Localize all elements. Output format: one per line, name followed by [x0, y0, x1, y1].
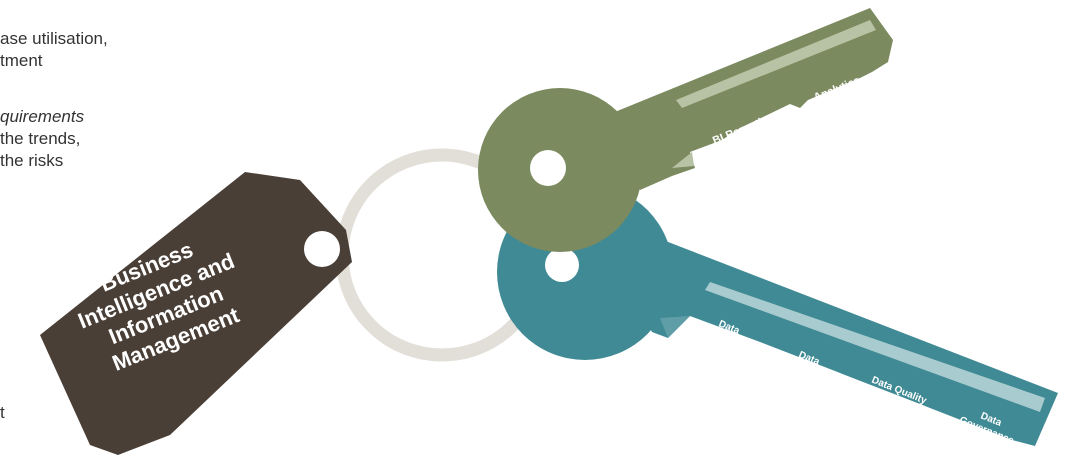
tag-hole [304, 231, 340, 267]
green-key-hole [530, 150, 566, 186]
teal-key-hole [545, 248, 579, 282]
green-key [478, 8, 893, 252]
